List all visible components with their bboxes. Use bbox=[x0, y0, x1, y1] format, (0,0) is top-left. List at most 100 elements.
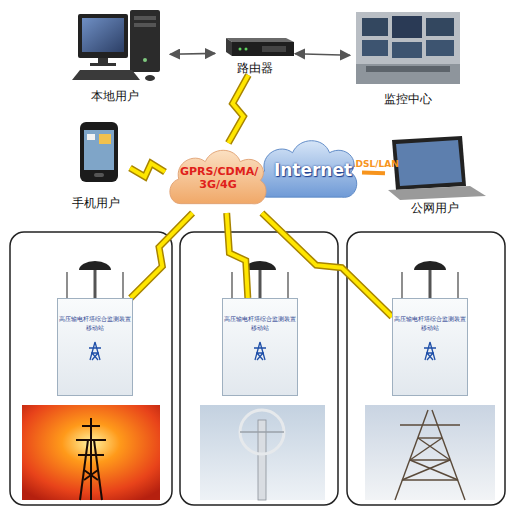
node-label: GPRS/CDMA/ 3G/4G bbox=[180, 165, 256, 191]
computer-icon bbox=[78, 14, 128, 58]
control-room-photo bbox=[392, 42, 422, 58]
antenna-mast bbox=[287, 272, 288, 298]
control-room-photo bbox=[426, 18, 454, 36]
tower-symbol bbox=[254, 342, 266, 360]
control-room-photo bbox=[362, 40, 388, 56]
antenna-mast bbox=[457, 272, 458, 298]
laptop-icon bbox=[392, 136, 466, 190]
router-icon bbox=[245, 48, 248, 51]
tower-photo bbox=[90, 418, 92, 500]
tower-photo bbox=[240, 431, 284, 433]
node-label: 监控中心 bbox=[384, 92, 432, 106]
node-label: 移动站 bbox=[86, 324, 104, 333]
phone-icon bbox=[84, 130, 114, 170]
computer-icon bbox=[145, 75, 155, 81]
node-label: 高压输电杆塔综合监测装置 bbox=[59, 315, 131, 324]
terminal-node: 路由器 bbox=[215, 30, 295, 75]
tower-symbol bbox=[252, 341, 268, 361]
lightning-outline bbox=[262, 213, 392, 317]
site-frame bbox=[347, 232, 505, 505]
cloud-shape bbox=[170, 150, 266, 204]
tower-photo bbox=[200, 405, 325, 500]
terminal-node: 监控中心 bbox=[350, 8, 465, 106]
laptop-icon bbox=[388, 186, 486, 200]
computer-icon bbox=[143, 58, 147, 62]
monitoring-device: 高压输电杆塔综合监测装置移动站 bbox=[57, 298, 133, 396]
wireless-link bbox=[130, 163, 165, 176]
node-label: 手机用户 bbox=[72, 196, 120, 210]
wireless-link bbox=[227, 213, 248, 298]
tower-photo bbox=[410, 459, 450, 460]
tower-symbol bbox=[424, 342, 436, 360]
control-room-photo bbox=[356, 12, 460, 84]
node-label: 移动站 bbox=[251, 324, 269, 333]
tower-photo bbox=[395, 410, 465, 500]
monitoring-device: 高压输电杆塔综合监测装置移动站 bbox=[222, 298, 298, 396]
network-cloud: Internet bbox=[250, 133, 362, 207]
tower-photo bbox=[84, 470, 98, 480]
site-frame bbox=[10, 232, 505, 505]
phone-icon bbox=[94, 173, 104, 177]
laptop-icon bbox=[396, 140, 462, 186]
terminal-node: 手机用户 bbox=[62, 118, 130, 210]
tower-symbol bbox=[89, 342, 101, 360]
antenna-mast bbox=[401, 272, 402, 298]
link-label: ADSL/LAN bbox=[349, 159, 399, 169]
router-icon bbox=[226, 38, 232, 56]
lightning-outline bbox=[227, 213, 248, 298]
node-label: 公网用户 bbox=[411, 201, 459, 215]
tower-symbol bbox=[87, 341, 103, 361]
data-arrow bbox=[295, 54, 350, 56]
computer-icon bbox=[134, 23, 156, 27]
computer-icon bbox=[72, 70, 140, 80]
control-room-photo bbox=[426, 40, 454, 56]
wired-link bbox=[362, 170, 385, 175]
computer-icon bbox=[130, 10, 160, 72]
tower-photo bbox=[84, 470, 98, 480]
control-room-photo bbox=[366, 66, 450, 72]
phone-icon bbox=[80, 122, 118, 182]
lightning-outline bbox=[228, 75, 248, 143]
router-icon bbox=[226, 38, 294, 56]
node-label: Internet bbox=[260, 160, 352, 180]
wireless-link bbox=[228, 75, 248, 143]
tower-photo bbox=[402, 479, 458, 480]
node-label: 高压输电杆塔综合监测装置 bbox=[394, 315, 466, 324]
cloud-shape bbox=[255, 141, 357, 198]
antenna-mast bbox=[244, 261, 276, 270]
wireless-link bbox=[262, 213, 392, 317]
site-frame bbox=[180, 232, 338, 505]
control-room-photo bbox=[392, 16, 422, 38]
node-label: 移动站 bbox=[421, 324, 439, 333]
antenna-mast bbox=[122, 272, 123, 298]
tower-photo bbox=[82, 425, 100, 427]
tower-photo bbox=[76, 439, 106, 441]
phone-icon bbox=[99, 134, 111, 144]
lightning-outline bbox=[130, 163, 165, 176]
tower-photo bbox=[410, 460, 458, 480]
tower-photo bbox=[400, 424, 460, 425]
phone-icon bbox=[87, 134, 95, 140]
tower-photo bbox=[395, 410, 428, 500]
tower-photo bbox=[402, 460, 450, 480]
phone-icon bbox=[80, 122, 118, 182]
site-frame bbox=[10, 232, 172, 505]
router-icon bbox=[262, 46, 286, 52]
control-room-photo bbox=[356, 64, 460, 84]
terminal-node: 本地用户 bbox=[60, 8, 170, 103]
tower-photo bbox=[22, 405, 160, 500]
computer-icon bbox=[82, 18, 124, 52]
node-label: 高压输电杆塔综合监测装置 bbox=[224, 315, 296, 324]
computer-icon bbox=[90, 63, 116, 66]
tower-photo bbox=[22, 405, 495, 500]
antenna-mast bbox=[66, 272, 67, 298]
antenna-mast bbox=[67, 261, 458, 298]
control-room-photo bbox=[356, 12, 460, 84]
lightning-outline bbox=[131, 213, 193, 298]
data-arrow bbox=[170, 53, 215, 56]
